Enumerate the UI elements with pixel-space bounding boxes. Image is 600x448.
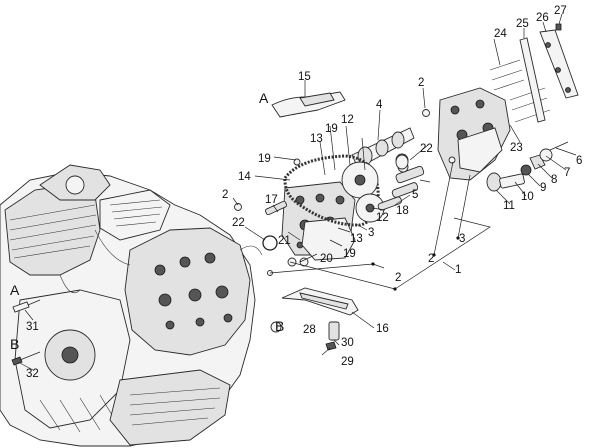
callout-2: 2 — [428, 253, 434, 265]
callout-10: 10 — [521, 191, 534, 203]
small-fasteners — [11, 299, 340, 366]
callout-22: 22 — [232, 217, 245, 229]
callout-6: 6 — [576, 155, 582, 167]
reference-letter-a-top: A — [259, 90, 269, 106]
callout-15: 15 — [298, 71, 311, 83]
chain-tensioner — [486, 141, 569, 192]
callout-20: 20 — [320, 253, 333, 265]
reference-letter-b-bottom: B — [275, 318, 284, 334]
callout-26: 26 — [536, 12, 549, 24]
callout-16: 16 — [376, 323, 389, 335]
callout-5: 5 — [412, 189, 418, 201]
timing-chain — [283, 154, 385, 227]
chain-guide-lower — [281, 287, 359, 316]
callout-12: 12 — [341, 114, 354, 126]
callout-11: 11 — [503, 200, 515, 212]
callout-7: 7 — [564, 167, 570, 179]
callout-14: 14 — [238, 171, 251, 183]
callout-17: 17 — [265, 194, 278, 206]
reference-letter-a-left: A — [10, 282, 20, 298]
cam-holder-assembly — [281, 181, 356, 261]
callout-19: 19 — [258, 153, 271, 165]
callout-2: 2 — [418, 77, 424, 89]
callout-2: 2 — [395, 272, 401, 284]
callout-19: 19 — [325, 123, 338, 135]
callout-19: 19 — [343, 248, 356, 260]
callout-1: 1 — [455, 264, 461, 276]
callout-25: 25 — [516, 18, 529, 30]
callout-30: 30 — [341, 337, 354, 349]
callout-22: 22 — [420, 143, 433, 155]
leader-dots — [371, 236, 460, 291]
callout-27: 27 — [554, 5, 567, 17]
callout-3: 3 — [459, 233, 465, 245]
callout-31: 31 — [26, 321, 39, 333]
callout-2: 2 — [222, 189, 228, 201]
callout-23: 23 — [510, 142, 523, 154]
callout-labels: 15 4 2 12 13 19 19 14 2 17 22 21 20 19 1… — [10, 5, 582, 380]
callout-24: 24 — [494, 28, 507, 40]
callout-12: 12 — [376, 212, 389, 224]
chain-guide-upper — [271, 91, 346, 118]
callout-8: 8 — [551, 174, 557, 186]
callout-9: 9 — [540, 182, 546, 194]
right-cylinder-components — [437, 23, 579, 181]
reference-letter-b-left: B — [10, 336, 19, 352]
callout-13: 13 — [350, 233, 363, 245]
callout-32: 32 — [26, 368, 39, 380]
callout-3: 3 — [368, 227, 374, 239]
callout-28: 28 — [303, 324, 316, 336]
engine-block — [0, 164, 263, 447]
camshaft — [351, 127, 415, 169]
callout-4: 4 — [376, 99, 383, 111]
callout-18: 18 — [396, 205, 409, 217]
leader-lines — [17, 13, 577, 371]
callout-29: 29 — [341, 356, 354, 368]
callout-21: 21 — [278, 235, 291, 247]
o-rings — [262, 154, 409, 267]
callout-13: 13 — [310, 133, 323, 145]
